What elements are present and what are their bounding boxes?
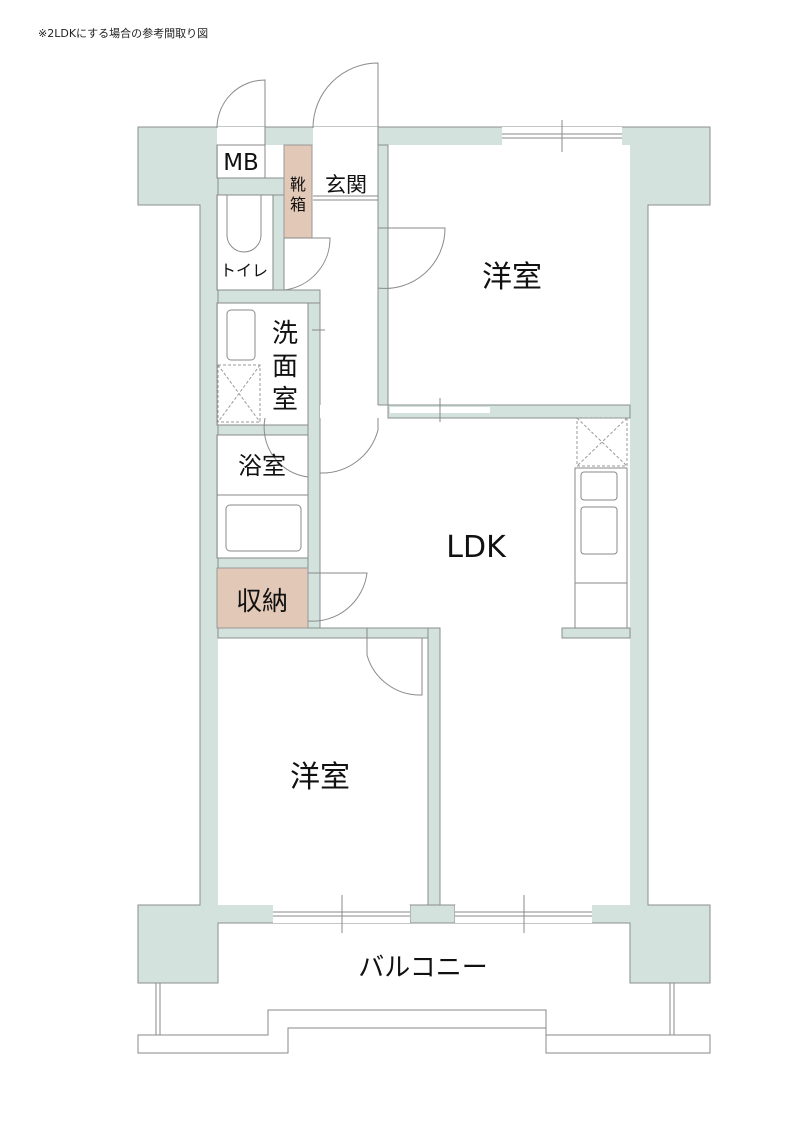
label-entrance: 玄関	[325, 173, 367, 197]
label-shoe-box-2: 箱	[290, 195, 306, 214]
label-shoe-box-1: 靴	[290, 175, 306, 194]
storage	[216, 567, 309, 629]
plan-caption: ※2LDKにする場合の参考間取り図	[38, 27, 209, 40]
label-washroom-1: 洗	[272, 319, 298, 349]
fixtures	[216, 144, 628, 629]
label-storage: 収納	[236, 587, 288, 617]
label-ldk: LDK	[446, 530, 507, 565]
label-balcony: バルコニー	[358, 953, 487, 983]
shoe-box	[283, 144, 313, 239]
interior	[218, 145, 630, 905]
label-western-room-2: 洋室	[290, 760, 350, 795]
windows-bottom	[273, 895, 592, 933]
label-washroom-3: 室	[272, 385, 298, 415]
label-toilet: トイレ	[220, 261, 268, 280]
balcony-rail	[137, 983, 711, 1054]
label-washroom-2: 面	[272, 352, 298, 382]
door-swings	[216, 62, 446, 696]
label-bathroom: 浴室	[238, 452, 286, 480]
label-western-room-1: 洋室	[482, 260, 542, 295]
label-mb: MB	[223, 150, 259, 176]
